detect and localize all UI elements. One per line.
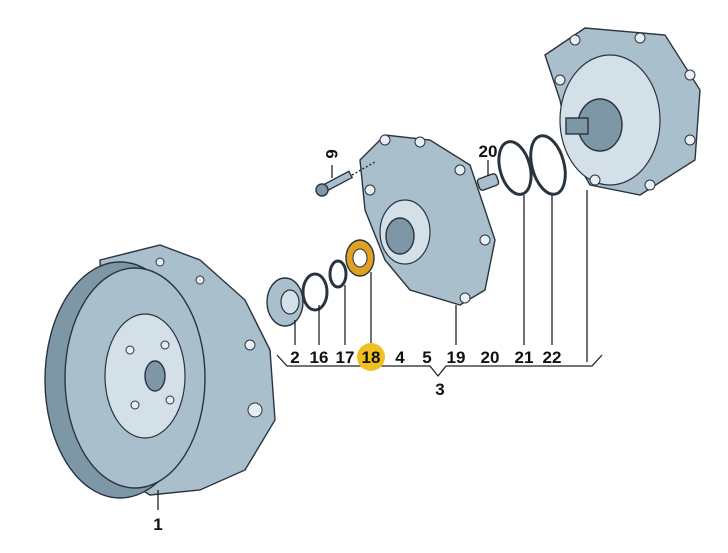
pin-20 — [476, 173, 500, 191]
label-16: 16 — [310, 348, 329, 367]
label-flywheel: 1 — [153, 515, 162, 534]
housing-19 — [359, 134, 496, 306]
o-ring-22 — [529, 134, 567, 196]
label-19: 19 — [447, 348, 466, 367]
label-pin-top: 20 — [479, 142, 498, 161]
label-group-3: 3 — [435, 380, 444, 399]
label-5: 5 — [422, 348, 431, 367]
electric-motor — [544, 27, 701, 196]
label-row: 2 16 17 18 4 5 19 20 21 22 — [290, 348, 561, 367]
label-screw: 6 — [322, 149, 341, 158]
label-22: 22 — [543, 348, 562, 367]
shaft-seal-18 — [345, 239, 375, 277]
label-20: 20 — [481, 348, 500, 367]
o-ring-21 — [497, 140, 533, 196]
circlip-16 — [301, 272, 329, 312]
label-18: 18 — [362, 348, 381, 367]
seal-2 — [266, 277, 304, 327]
highlight-marker — [357, 343, 385, 371]
label-17: 17 — [336, 348, 355, 367]
snap-ring-17 — [328, 259, 348, 289]
label-4: 4 — [395, 348, 405, 367]
label-2: 2 — [290, 348, 299, 367]
leader-lines — [157, 160, 603, 510]
screw-6 — [315, 161, 376, 197]
label-21: 21 — [515, 348, 534, 367]
flywheel-1 — [44, 244, 276, 499]
